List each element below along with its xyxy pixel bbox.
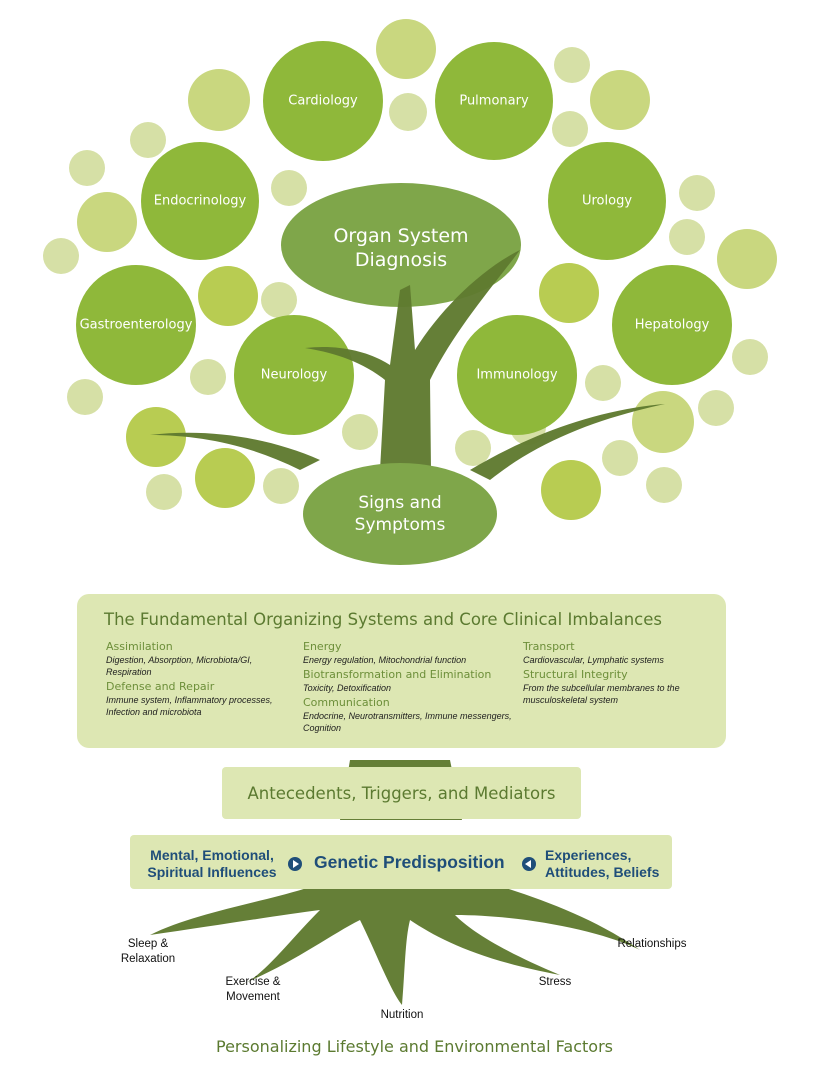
detail-assimilation: Digestion, Absorption, Microbiota/GI, Re… — [106, 655, 253, 677]
heading-defense-repair: Defense and Repair — [106, 680, 215, 693]
root-relationships: Relationships — [617, 938, 687, 950]
label-neurology: Neurology — [260, 367, 328, 383]
label-immunology: Immunology — [476, 367, 558, 383]
label-endocrinology: Endocrinology — [153, 193, 247, 209]
root-stress: Stress — [538, 976, 572, 988]
systems-column-3: Transport Cardiovascular, Lymphatic syst… — [523, 638, 708, 706]
detail-structural-integrity: From the subcellular membranes to the mu… — [523, 683, 680, 705]
heading-communication: Communication — [303, 696, 390, 709]
signs-symptoms-label: Signs and Symptoms — [354, 493, 446, 535]
heading-assimilation: Assimilation — [106, 640, 173, 653]
root-nutrition: Nutrition — [380, 1009, 424, 1021]
heading-energy: Energy — [303, 640, 342, 653]
genetics-right-label: Experiences, Attitudes, Beliefs — [545, 847, 660, 880]
systems-box — [77, 594, 726, 748]
detail-biotransformation: Toxicity, Detoxification — [303, 683, 392, 693]
genetics-center-label: Genetic Predisposition — [314, 852, 505, 872]
genetics-left-label: Mental, Emotional, Spiritual Influences — [147, 847, 277, 880]
organ-circles — [76, 41, 732, 435]
organ-diagnosis-ellipse — [281, 183, 521, 307]
heading-structural-integrity: Structural Integrity — [523, 668, 628, 681]
label-pulmonary: Pulmonary — [459, 93, 529, 109]
label-gastroenterology: Gastroenterology — [79, 317, 193, 333]
systems-column-2: Energy Energy regulation, Mitochondrial … — [303, 638, 515, 734]
right-arrow-icon — [288, 857, 302, 871]
label-cardiology: Cardiology — [288, 93, 358, 109]
antecedents-box: Antecedents, Triggers, and Mediators — [222, 767, 581, 819]
detail-communication: Endocrine, Neurotransmitters, Immune mes… — [303, 711, 512, 733]
genetics-box — [130, 835, 672, 889]
detail-energy: Energy regulation, Mitochondrial functio… — [303, 655, 467, 665]
root-exercise: Exercise & Movement — [225, 976, 281, 1003]
label-hepatology: Hepatology — [634, 317, 710, 333]
signs-ellipse — [303, 463, 497, 565]
systems-title: The Fundamental Organizing Systems and C… — [104, 610, 662, 629]
systems-column-1: Assimilation Digestion, Absorption, Micr… — [106, 638, 296, 718]
label-urology: Urology — [581, 193, 633, 209]
detail-transport: Cardiovascular, Lymphatic systems — [523, 655, 664, 665]
decorative-circles — [43, 19, 777, 520]
heading-transport: Transport — [523, 640, 575, 653]
organ-system-diagnosis-label: Organ System Diagnosis — [333, 225, 469, 271]
footer-title: Personalizing Lifestyle and Environmenta… — [216, 1037, 613, 1056]
root-sleep: Sleep & Relaxation — [120, 938, 176, 965]
heading-biotransformation: Biotransformation and Elimination — [303, 668, 492, 681]
left-arrow-icon — [522, 857, 536, 871]
detail-defense-repair: Immune system, Inflammatory processes, I… — [106, 695, 273, 717]
